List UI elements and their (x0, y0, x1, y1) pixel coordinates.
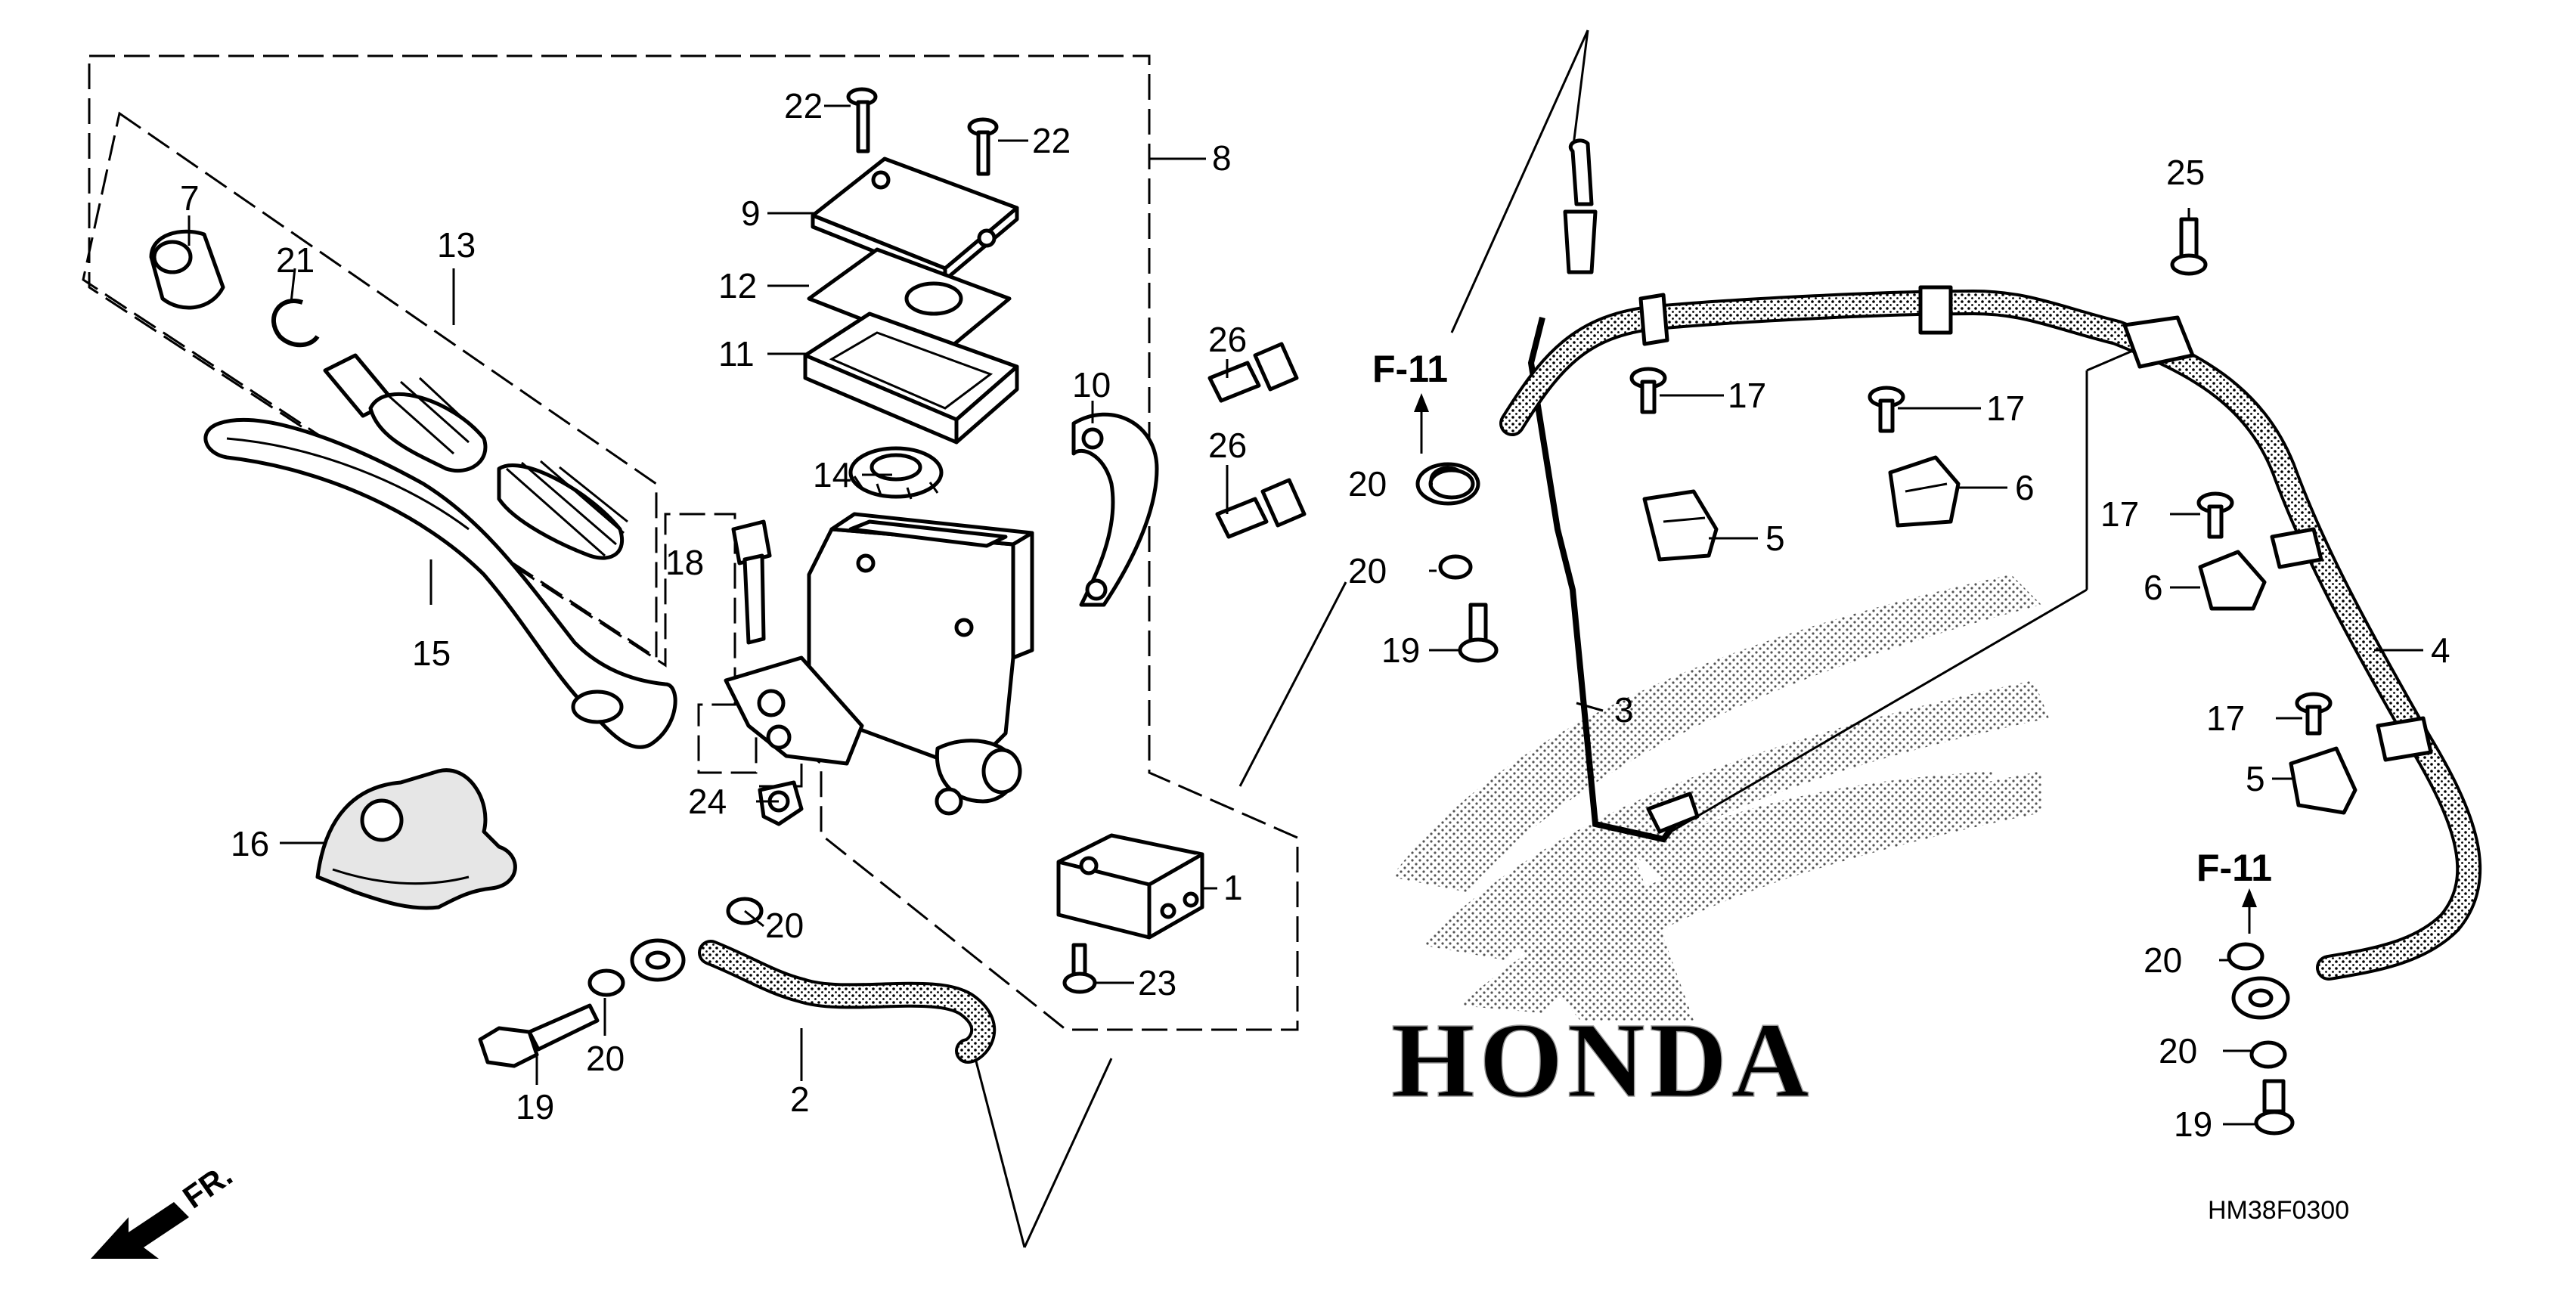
label-16: 16 (231, 824, 269, 863)
label-19a: 19 (516, 1087, 554, 1126)
clamp-5a (1642, 489, 1719, 562)
label-3: 3 (1614, 690, 1634, 730)
label-5a: 5 (1765, 519, 1785, 558)
label-17a: 17 (1728, 376, 1766, 415)
screw-22b (967, 117, 999, 176)
label-4: 4 (2431, 631, 2450, 670)
diagram-code: HM38F0300 (2208, 1196, 2349, 1225)
clamp-6b (2198, 550, 2267, 611)
bolt-17c (2196, 491, 2234, 539)
clamp-6a (1888, 455, 1961, 528)
label-14: 14 (813, 455, 851, 494)
hose-4 (1499, 285, 2482, 1020)
banjo-left (630, 938, 686, 982)
brake-switch (1056, 833, 1204, 940)
lever-holder (1071, 412, 1159, 607)
label-9: 9 (741, 194, 761, 233)
label-17d: 17 (2206, 699, 2245, 738)
diaphragm-plate (848, 446, 944, 500)
label-20d: 20 (1348, 551, 1387, 590)
label-20a: 20 (765, 906, 804, 945)
bolt-17d (2295, 692, 2333, 736)
bolt-19-lower (478, 1003, 600, 1068)
nut-24 (758, 780, 804, 826)
label-8: 8 (1212, 138, 1232, 178)
label-20e: 20 (2144, 940, 2182, 980)
label-23: 23 (1138, 963, 1176, 1002)
label-20c: 20 (1348, 464, 1387, 504)
f11-arrow-left (1414, 393, 1429, 454)
label-19b: 19 (1381, 631, 1420, 670)
watermark-honda-text: HONDA (1391, 1000, 1814, 1120)
dust-boot (149, 229, 225, 310)
lever-cover (315, 768, 517, 910)
clamp-5b (2289, 746, 2357, 815)
label-17b: 17 (1986, 389, 2025, 428)
brake-pipe-3 (1527, 138, 1700, 843)
bolt-18 (731, 519, 772, 645)
label-26b: 26 (1208, 426, 1247, 465)
bolt-17a (1629, 367, 1667, 414)
right-fittings (2170, 217, 2295, 1136)
label-18: 18 (665, 543, 704, 582)
label-10: 10 (1072, 365, 1111, 404)
label-12: 12 (718, 266, 757, 305)
label-20b: 20 (586, 1039, 625, 1078)
label-26a: 26 (1208, 320, 1247, 359)
label-7: 7 (180, 178, 200, 218)
label-6b: 6 (2144, 568, 2163, 607)
callout-leaders (188, 104, 2423, 1126)
upper-left-fittings (1415, 462, 1499, 663)
honda-wing-watermark (1391, 575, 2049, 1021)
hose-2 (698, 940, 997, 1064)
label-11: 11 (718, 334, 755, 373)
label-25: 25 (2166, 153, 2205, 192)
leader-lines (974, 29, 2140, 1248)
ref-f11-right: F-11 (2196, 847, 2272, 889)
bolt-26a (1207, 342, 1299, 403)
label-17c: 17 (2100, 494, 2139, 534)
bolt-26b (1215, 478, 1307, 539)
label-19c: 19 (2174, 1105, 2212, 1144)
brake-lever (203, 418, 677, 749)
assembly-8-outline (88, 54, 1299, 1031)
label-21: 21 (276, 240, 315, 280)
label-6a: 6 (2015, 468, 2035, 507)
circlip (271, 299, 320, 348)
label-13: 13 (437, 225, 476, 265)
label-22b: 22 (1032, 121, 1071, 160)
master-cylinder (724, 512, 1034, 816)
label-22a: 22 (784, 86, 823, 125)
ref-f11-left: F-11 (1372, 348, 1448, 390)
screw-22a (846, 87, 878, 153)
label-24: 24 (688, 782, 727, 821)
front-arrow-icon (91, 1202, 189, 1259)
label-20f: 20 (2159, 1031, 2197, 1071)
label-1: 1 (1223, 868, 1243, 907)
front-mark-label: FR. (176, 1157, 238, 1215)
diaphragm (803, 311, 1019, 445)
assembly-13-outline (82, 111, 658, 660)
f11-arrow-right (2242, 888, 2257, 934)
label-15: 15 (412, 634, 451, 673)
label-2: 2 (790, 1080, 810, 1119)
bolt-17b (1868, 386, 1905, 433)
piston-kit (323, 353, 628, 560)
screw-23 (1062, 943, 1097, 994)
label-5b: 5 (2246, 759, 2265, 798)
